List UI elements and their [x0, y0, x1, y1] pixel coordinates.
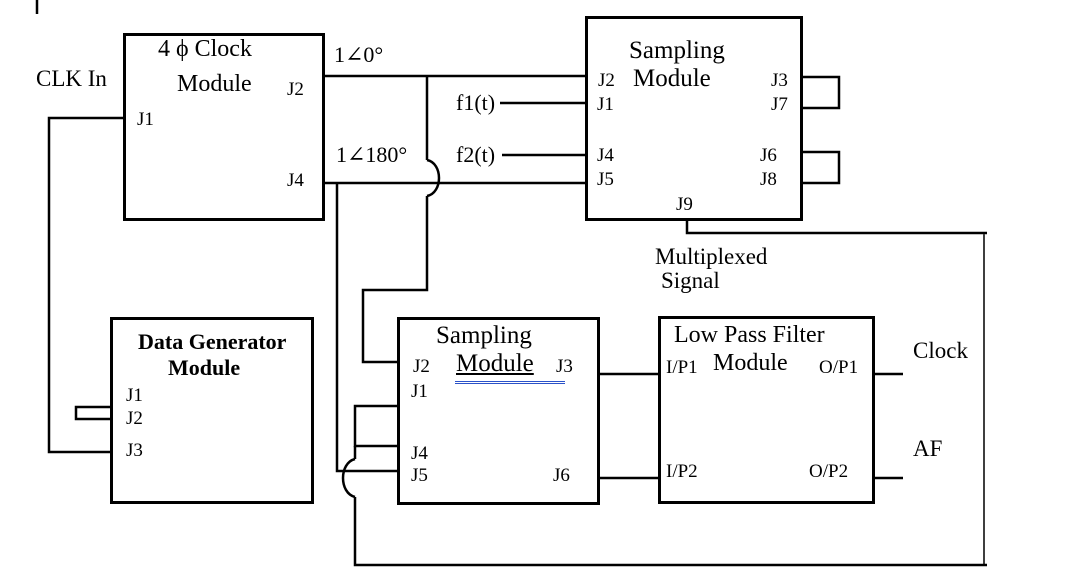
- f1-signal-label: f1(t): [456, 90, 496, 115]
- data-generator-module-box: [110, 317, 314, 504]
- data-generator-title-2: Module: [168, 355, 241, 380]
- wire-clkin-to-datagen-j3: [47, 116, 123, 454]
- sampling-top-port-j5: J5: [597, 169, 614, 190]
- wire-datagen-loopback: [74, 405, 110, 421]
- sampling-top-port-j1: J1: [597, 94, 614, 115]
- clock-module-title-1: 4 ϕ Clock: [158, 36, 252, 62]
- clock-port-j1: J1: [137, 109, 154, 130]
- lpf-title-1: Low Pass Filter: [674, 322, 825, 348]
- clk-in-label: CLK In: [36, 66, 107, 91]
- sampling-top-module-box: [585, 16, 803, 221]
- multiplexed-signal-label-1: Multiplexed: [655, 244, 768, 269]
- wire-return-bottom: [353, 497, 987, 567]
- lpf-port-ip2: I/P2: [666, 461, 698, 482]
- multiplexed-signal-label-2: Signal: [661, 268, 720, 293]
- wire-j6-j8-loopback: [802, 150, 841, 185]
- sampling-bottom-port-j2: J2: [413, 356, 430, 377]
- sampling-bottom-title-1: Sampling: [436, 322, 532, 349]
- lpf-port-op1: O/P1: [819, 357, 859, 378]
- clock-port-j2: J2: [287, 79, 304, 100]
- sampling-top-port-j2: J2: [598, 70, 615, 91]
- sampling-top-port-j3: J3: [771, 70, 788, 91]
- wire-sampling2-loopback: [353, 404, 397, 448]
- wire-j9-stub: [685, 220, 987, 235]
- sampling-top-title-1: Sampling: [629, 37, 725, 64]
- wire-hop-bottom: [341, 457, 356, 499]
- wire-j3-j7-loopback: [802, 75, 841, 110]
- lpf-title-2: Module: [713, 350, 788, 376]
- lpf-port-ip1: I/P1: [666, 357, 698, 378]
- clock-output-label: Clock: [913, 338, 968, 363]
- data-generator-port-j3: J3: [126, 440, 143, 461]
- data-generator-title-1: Data Generator: [138, 329, 287, 354]
- sampling-top-port-j8: J8: [760, 169, 777, 190]
- phase-0-label: 1∠0°: [334, 42, 384, 67]
- sampling-bottom-port-j6: J6: [553, 465, 570, 486]
- sampling-bottom-port-j3: J3: [556, 356, 573, 377]
- clock-module-title-2: Module: [177, 71, 252, 97]
- clock-port-j4: J4: [287, 170, 304, 191]
- sampling-bottom-port-j4: J4: [411, 443, 428, 464]
- sampling-bottom-port-j1: J1: [411, 381, 428, 402]
- wire-hop-top: [426, 158, 441, 198]
- sampling-top-port-j4: J4: [597, 145, 614, 166]
- sampling-bottom-module-box: [397, 317, 600, 505]
- af-output-label: AF: [913, 436, 943, 461]
- phase-180-label: 1∠180°: [336, 142, 408, 167]
- sampling-top-port-j6: J6: [760, 145, 777, 166]
- sampling-top-title-2: Module: [633, 65, 711, 92]
- wire-phase0-branch2: [361, 196, 429, 364]
- lpf-port-op2: O/P2: [809, 461, 849, 482]
- f2-signal-label: f2(t): [456, 142, 496, 167]
- data-generator-port-j1: J1: [126, 385, 143, 406]
- clock-module-box: [123, 33, 325, 221]
- sampling-bottom-title-2: Module: [456, 350, 534, 377]
- wire-phase180-branch: [335, 183, 397, 473]
- data-generator-port-j2: J2: [126, 408, 143, 429]
- grammar-underline-accent: [455, 381, 565, 384]
- sampling-top-port-j9: J9: [676, 194, 693, 215]
- sampling-top-port-j7: J7: [771, 94, 788, 115]
- sampling-bottom-port-j5: J5: [411, 465, 428, 486]
- low-pass-filter-module-box: [658, 316, 875, 504]
